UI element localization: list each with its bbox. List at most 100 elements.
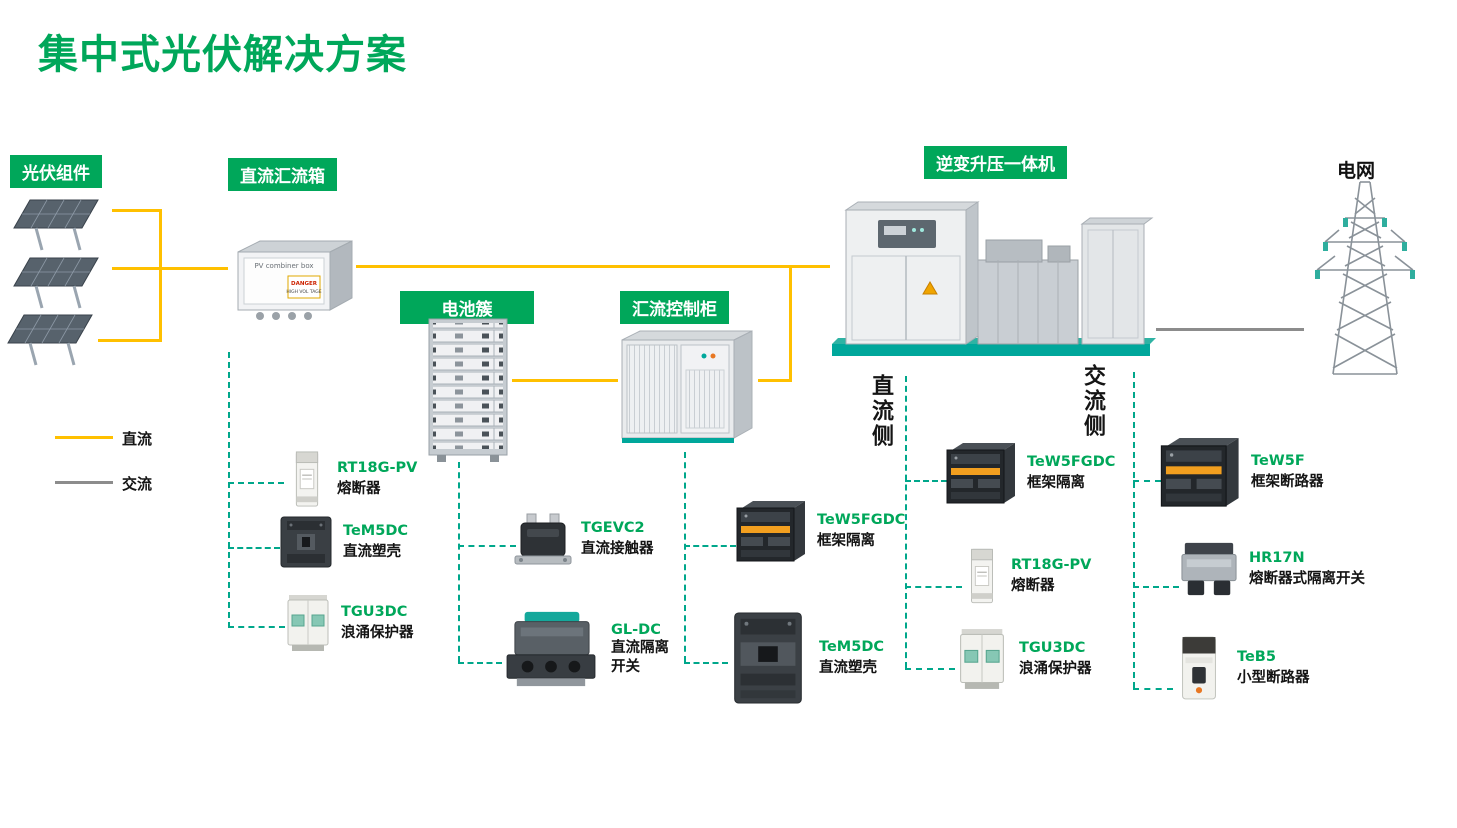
component-desc: 熔断器 — [1011, 578, 1055, 594]
dc-line-cabinet-riser — [789, 265, 792, 382]
high-voltage-text: HIGH VOL TAGE — [286, 289, 321, 295]
dc-line-battery-to-cabinet — [512, 379, 618, 382]
component-tgu3dc-spd-2: TGU3DC 浪涌保护器 — [954, 628, 1092, 690]
mini-breaker-device-image — [1170, 634, 1228, 702]
component-tem5dc-mccb-1: TeM5DC 直流塑壳 — [278, 514, 408, 570]
solar-panel-row-3-illustration — [6, 313, 106, 368]
component-rt18g-pv-fuse-2: RT18G-PV 熔断器 — [962, 540, 1091, 612]
callout-line — [458, 462, 460, 662]
component-teb5-mcb: TeB5 小型断路器 — [1170, 634, 1310, 702]
label-power-grid: 电网 — [1337, 160, 1376, 182]
dc-line-to-combiner — [162, 267, 228, 270]
label-combiner-control-cabinet: 汇流控制柜 — [620, 291, 729, 324]
component-name: TeM5DC — [343, 523, 408, 539]
callout-line — [905, 376, 907, 668]
legend-dc-label: 直流 — [122, 430, 153, 448]
component-desc: 浪涌保护器 — [1019, 661, 1092, 677]
callout-line — [684, 545, 736, 547]
component-name: TeW5F — [1251, 453, 1305, 469]
component-tew5f-acb: TeW5F 框架断路器 — [1158, 432, 1324, 512]
frame-breaker-device-image — [1158, 432, 1242, 512]
ac-line-to-grid — [1156, 328, 1304, 331]
callout-line — [228, 626, 285, 628]
component-name: HR17N — [1249, 550, 1305, 566]
label-pv-modules: 光伏组件 — [10, 155, 102, 188]
callout-line — [1133, 480, 1161, 482]
label-dc-combiner-box: 直流汇流箱 — [228, 158, 337, 191]
danger-text: DANGER — [291, 281, 318, 287]
component-desc: 浪涌保护器 — [341, 625, 414, 641]
solar-panel-row-1-illustration — [12, 198, 112, 253]
component-desc: 直流隔离开关 — [611, 640, 669, 675]
component-name: TeB5 — [1237, 649, 1276, 665]
component-name: TeM5DC — [819, 639, 884, 655]
mccb-device-image — [726, 610, 810, 706]
component-desc: 框架隔离 — [817, 533, 875, 549]
dc-line-panel1 — [112, 209, 162, 212]
component-tem5dc-mccb-2: TeM5DC 直流塑壳 — [726, 610, 884, 706]
component-tgu3dc-spd-1: TGU3DC 浪涌保护器 — [284, 594, 414, 652]
battery-cluster-illustration — [428, 318, 508, 462]
callout-line — [458, 545, 516, 547]
component-desc: 框架隔离 — [1027, 475, 1085, 491]
legend-ac-line — [55, 481, 113, 484]
frame-breaker-device-image — [734, 498, 808, 564]
component-name: TGU3DC — [1019, 640, 1086, 656]
callout-line — [228, 482, 284, 484]
component-tew5fgdc-acb-2: TeW5FGDC 框架隔离 — [944, 438, 1115, 508]
component-desc: 框架断路器 — [1251, 474, 1324, 490]
component-desc: 直流塑壳 — [343, 544, 401, 560]
label-inverter-booster-station: 逆变升压一体机 — [924, 146, 1067, 179]
dc-line-panel3 — [98, 339, 162, 342]
surge-protector-device-image — [284, 594, 332, 652]
component-name: GL-DC — [611, 622, 661, 639]
callout-line — [1133, 372, 1135, 688]
component-rt18g-pv-fuse-1: RT18G-PV 熔断器 — [286, 450, 417, 508]
component-desc: 熔断器 — [337, 481, 381, 497]
dc-side-label: 直流侧 — [868, 374, 893, 449]
callout-line — [905, 668, 955, 670]
dc-line-cabinet-out — [758, 379, 792, 382]
contactor-device-image — [514, 512, 572, 566]
fuse-device-image — [962, 540, 1002, 612]
callout-line — [1133, 688, 1173, 690]
callout-line — [905, 586, 962, 588]
component-desc: 熔断器式隔离开关 — [1249, 571, 1365, 587]
callout-line — [458, 662, 502, 664]
dc-line-panel2 — [112, 267, 162, 270]
callout-line — [905, 480, 947, 482]
warning-sticker — [287, 275, 321, 299]
component-desc: 直流塑壳 — [819, 660, 877, 676]
component-tew5fgdc-acb-1: TeW5FGDC 框架隔离 — [734, 498, 905, 564]
dc-isolator-device-image — [500, 608, 602, 690]
callout-line — [228, 352, 230, 628]
control-cabinet-illustration — [621, 330, 753, 443]
component-desc: 直流接触器 — [581, 541, 654, 557]
callout-line — [228, 547, 280, 549]
callout-line — [1133, 586, 1179, 588]
legend-dc-line — [55, 436, 113, 439]
component-name: TGU3DC — [341, 604, 408, 620]
component-desc: 小型断路器 — [1237, 670, 1310, 686]
fuse-device-image — [286, 450, 328, 508]
legend-ac-label: 交流 — [122, 475, 153, 493]
callout-line — [684, 662, 728, 664]
component-hr17n-fuse-switch: HR17N 熔断器式隔离开关 — [1178, 540, 1365, 598]
component-name: RT18G-PV — [337, 460, 418, 476]
page-title: 集中式光伏解决方案 — [38, 32, 407, 78]
dc-line-combiner-to-inverter — [356, 265, 830, 268]
surge-protector-device-image — [954, 628, 1010, 690]
transmission-tower-illustration — [1315, 181, 1415, 375]
inverter-booster-station-illustration — [832, 201, 1156, 356]
callout-line — [684, 452, 686, 662]
component-gl-dc-isolator: GL-DC 直流隔离开关 — [500, 608, 675, 690]
frame-breaker-device-image — [944, 438, 1018, 508]
fuse-switch-device-image — [1178, 540, 1240, 598]
dc-bus-vertical — [159, 209, 162, 342]
warning-triangle-icon — [922, 281, 938, 295]
pv-combiner-box-illustration: PV combiner box DANGER HIGH VOL TAGE — [237, 240, 353, 320]
ac-side-label: 交流侧 — [1080, 364, 1105, 439]
component-name: TGEVC2 — [581, 520, 645, 536]
component-name: RT18G-PV — [1011, 557, 1092, 573]
